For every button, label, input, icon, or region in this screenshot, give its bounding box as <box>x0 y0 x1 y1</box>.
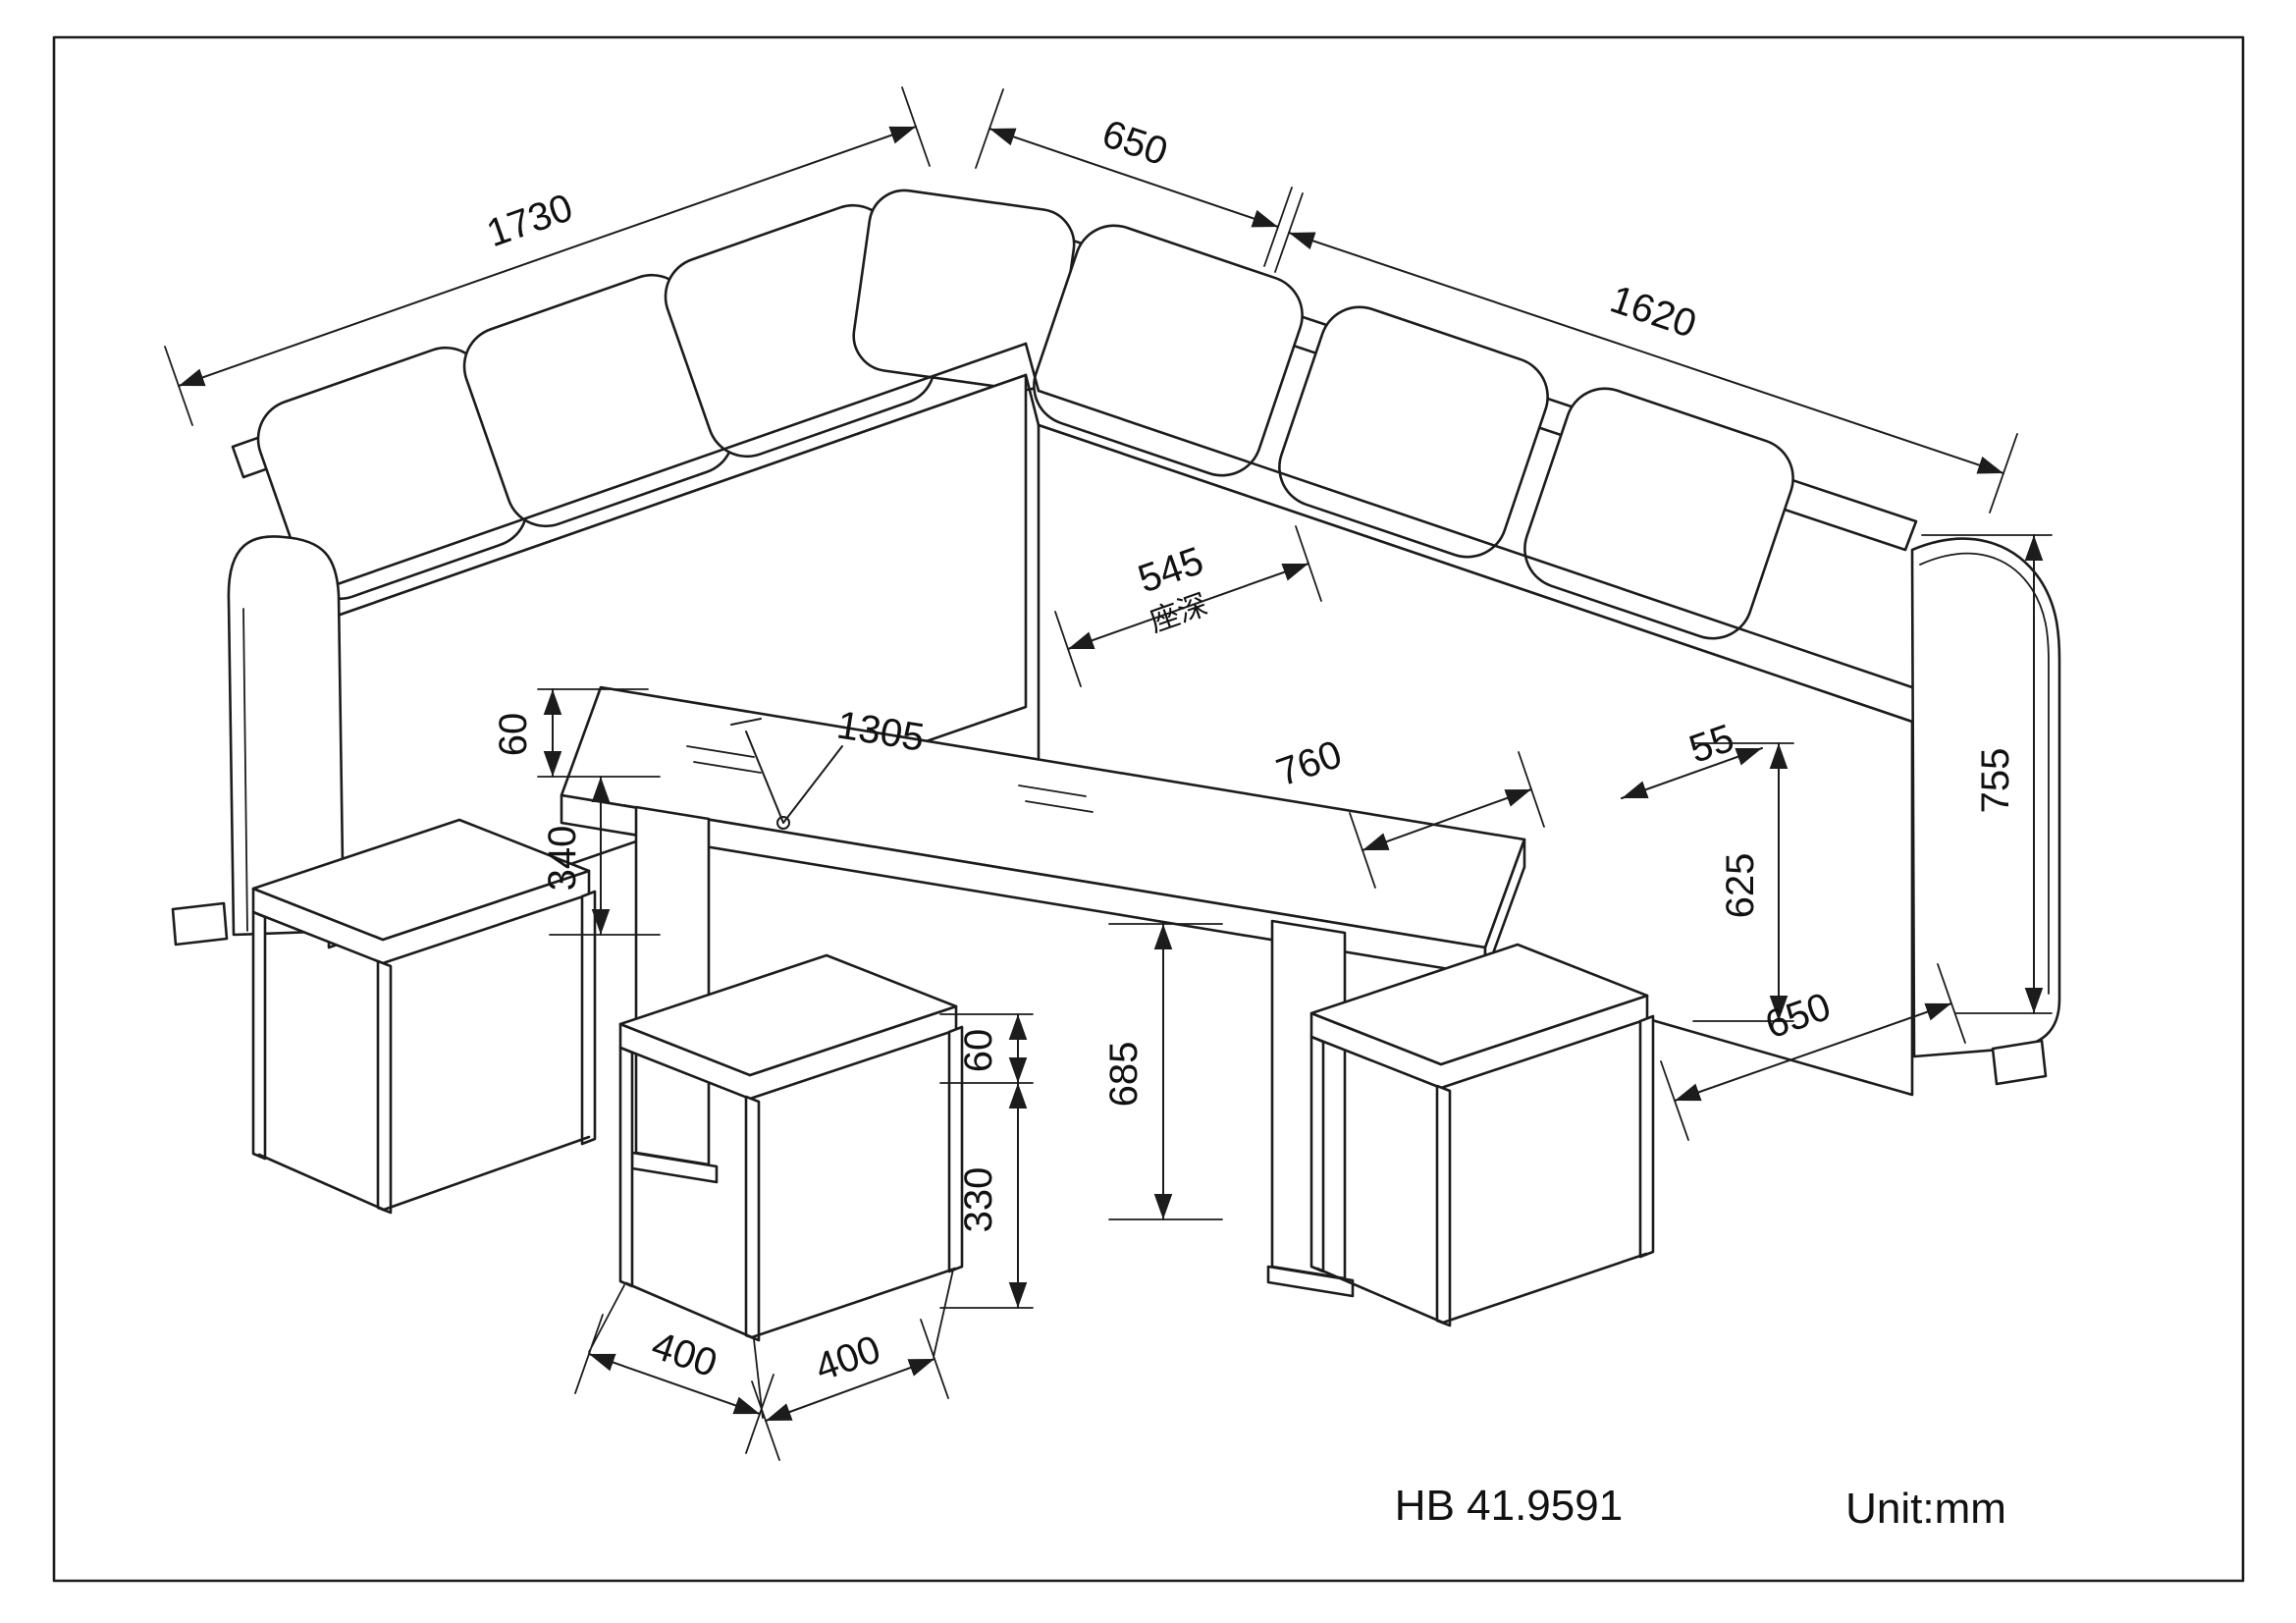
stool-right-leg-b <box>1435 1084 1452 1327</box>
dim-label: 755 <box>1974 748 2017 814</box>
dim-label: 400 <box>647 1324 722 1385</box>
left-armrest <box>227 535 346 937</box>
dim-label: 1620 <box>1605 278 1701 347</box>
left-sofa-foot <box>171 901 229 947</box>
glass-reflection-marks <box>686 745 1094 813</box>
dim-label: 60 <box>957 1029 1000 1073</box>
drawing-border <box>52 35 2245 1583</box>
witness-line <box>975 88 1293 267</box>
dim-line <box>1067 563 1309 650</box>
stool-center-leg-c <box>947 1025 964 1273</box>
dining-table <box>560 685 1526 1298</box>
table-leg-right <box>1270 919 1347 1280</box>
stool-left-leg-a <box>251 910 267 1161</box>
stool-right <box>1309 943 1655 1327</box>
dim-label: 1730 <box>481 186 578 255</box>
witness-line <box>751 1269 954 1461</box>
dim-table-height: 685 <box>1102 923 1223 1220</box>
table-foot-right <box>1266 1265 1355 1298</box>
dim-line <box>1288 232 2004 474</box>
dim-label: 60 <box>492 713 535 757</box>
dim-label: 650 <box>1097 112 1173 174</box>
stool-center-leg-a <box>618 1046 634 1288</box>
model-number: HB 41.9591 <box>1395 1482 1623 1530</box>
table-folding-mechanism <box>730 718 843 830</box>
right-seat-front-edge <box>1037 389 1914 689</box>
witness-line <box>1054 525 1322 687</box>
stool-right-leg-c <box>1638 1014 1655 1259</box>
dim-line <box>1674 1002 1952 1102</box>
stool-center <box>618 953 964 1342</box>
dim-label: 685 <box>1102 1042 1146 1108</box>
dim-seat-frame-height: 340 <box>541 776 661 936</box>
witness-line <box>1349 751 1545 889</box>
stool-left <box>251 818 597 1215</box>
dim-stool-depth: 400 <box>751 1269 954 1461</box>
stool-center-leg-b <box>744 1095 761 1342</box>
dim-label: 625 <box>1719 853 1762 919</box>
dim-line <box>178 126 917 387</box>
corner-seat-join <box>1024 342 1041 427</box>
corner-sofa <box>171 189 2061 1097</box>
witness-line <box>574 1284 774 1454</box>
dim-stool-width: 400 <box>574 1284 774 1454</box>
dim-overall-height: 755 <box>1921 534 2053 1014</box>
stool-left-rails <box>257 1135 591 1212</box>
unit-label: Unit:mm <box>1845 1485 2006 1533</box>
right-sofa-foot <box>1991 1039 2048 1086</box>
dim-line <box>988 128 1279 228</box>
stool-left-cushion-top <box>251 818 591 942</box>
dim-stool-cushion-thickness: 60 <box>939 1013 1034 1084</box>
stool-right-rails <box>1315 1252 1648 1325</box>
witness-line <box>1660 963 1966 1141</box>
stool-left-leg-b <box>376 959 393 1215</box>
titleblock: HB 41.9591 Unit:mm <box>1395 1482 2006 1533</box>
left-armrest-contour <box>242 608 248 932</box>
stool-left-leg-c <box>580 890 597 1146</box>
stool-center-cushion-top <box>618 953 958 1077</box>
dim-label: 330 <box>957 1167 1000 1233</box>
dim-label: 340 <box>541 826 584 892</box>
dim-stool-frame-height: 330 <box>939 1082 1034 1309</box>
dim-line <box>1621 747 1763 799</box>
dim-line <box>588 1353 761 1415</box>
witness-line <box>1108 923 1223 1220</box>
stool-right-cushion-top <box>1309 943 1649 1066</box>
witness-line <box>1921 534 2053 1014</box>
witness-line <box>1274 192 2018 514</box>
dim-line <box>1362 788 1532 851</box>
dim-line <box>765 1358 935 1422</box>
witness-line <box>164 86 931 426</box>
stool-right-leg-a <box>1309 1035 1325 1273</box>
table-leg-left <box>634 805 711 1166</box>
right-armrest <box>1910 537 2061 1058</box>
stool-center-rails <box>624 1267 957 1339</box>
